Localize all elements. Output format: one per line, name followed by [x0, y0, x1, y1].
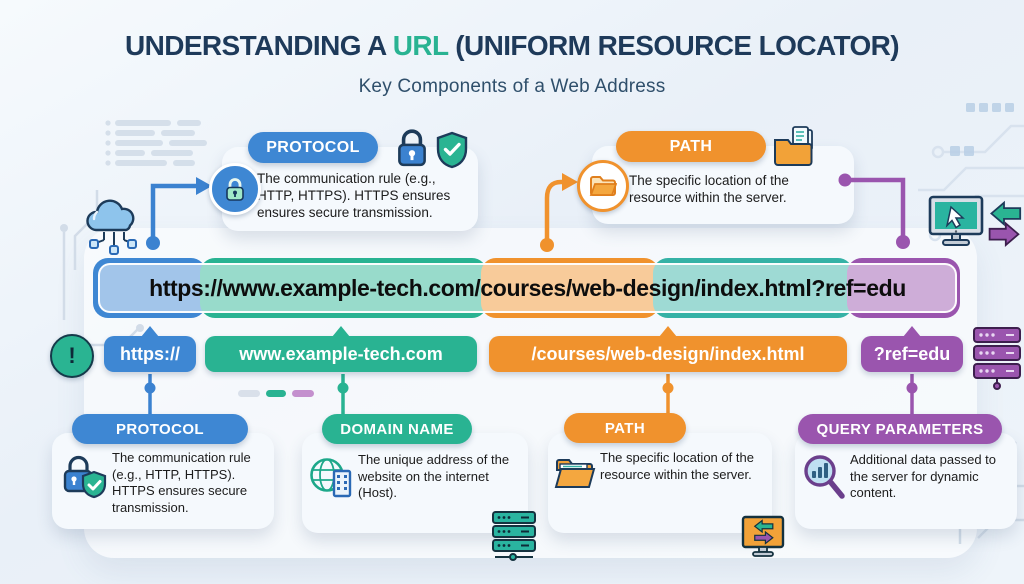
path-top-description: The specific location of the resource wi…	[629, 173, 789, 206]
page-title: UNDERSTANDING A URL (UNIFORM RESOURCE LO…	[0, 30, 1024, 62]
chip-domain: www.example-tech.com	[205, 326, 477, 372]
monitor-cursor-icon	[926, 193, 986, 249]
shield-check-icon	[434, 131, 470, 169]
url-bar: https://www.example-tech.com/courses/web…	[93, 258, 962, 318]
lock-badge-icon	[209, 163, 261, 215]
code-lines-decoration	[105, 120, 207, 166]
server-stack-purple-icon	[972, 326, 1024, 392]
alert-glyph: !	[68, 343, 76, 368]
query-pill: QUERY PARAMETERS	[798, 414, 1002, 444]
url-bar-inner	[98, 263, 957, 313]
query-description: Additional data passed to the server for…	[850, 452, 996, 500]
domain-pill: DOMAIN NAME	[322, 414, 472, 444]
alert-icon: !	[50, 334, 94, 378]
protocol-top-pill: PROTOCOL	[248, 132, 378, 163]
lock-icon	[394, 128, 430, 168]
globe-building-icon	[308, 454, 356, 502]
protocol-bottom-description: The communication rule (e.g., HTTP, HTTP…	[112, 450, 251, 515]
path-bottom-pill: PATH	[564, 413, 686, 443]
path-top-pill: PATH	[616, 131, 766, 162]
magnifier-chart-icon	[800, 452, 848, 502]
cloud-network-icon	[82, 196, 144, 258]
folder-badge-icon	[577, 160, 629, 212]
path-bottom-description: The specific location of the resource wi…	[600, 450, 754, 482]
chip-path: /courses/web-design/index.html	[489, 326, 847, 372]
url-text: https://www.example-tech.com/courses/web…	[149, 274, 906, 301]
folder-icon	[554, 454, 596, 490]
lock-shield-icon	[60, 452, 108, 500]
pixel-squares-top-right	[950, 103, 1014, 156]
chip-protocol: https://	[104, 326, 196, 372]
title-post: (UNIFORM RESOURCE LOCATOR)	[448, 30, 900, 61]
protocol-top-description: The communication rule (e.g., HTTP, HTTP…	[257, 171, 451, 221]
page-subtitle: Key Components of a Web Address	[358, 76, 666, 97]
folder-documents-icon	[772, 124, 816, 168]
monitor-transfer-icon	[740, 514, 786, 560]
domain-description: The unique address of the website on the…	[358, 452, 510, 500]
title-highlight: URL	[392, 30, 449, 61]
server-stack-teal-icon	[491, 510, 539, 562]
exchange-arrows-icon	[986, 200, 1024, 250]
title-pre: UNDERSTANDING A	[124, 30, 393, 61]
chip-query: ?ref=edu	[861, 326, 963, 372]
protocol-bottom-pill: PROTOCOL	[72, 414, 248, 444]
